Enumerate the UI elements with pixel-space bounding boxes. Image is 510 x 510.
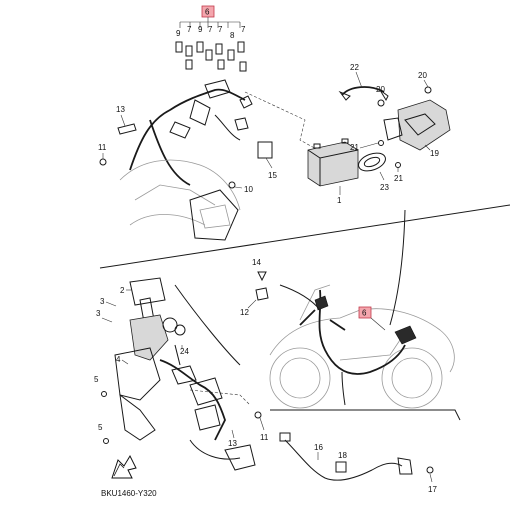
connector-terminals bbox=[175, 41, 247, 72]
callout-child-3: 9 bbox=[198, 25, 203, 34]
svg-text:1: 1 bbox=[337, 196, 342, 205]
svg-text:20: 20 bbox=[376, 85, 385, 94]
svg-text:11: 11 bbox=[260, 433, 269, 442]
svg-text:18: 18 bbox=[338, 451, 347, 460]
bolt-20-b[interactable]: 20 bbox=[418, 71, 432, 94]
svg-text:5: 5 bbox=[94, 375, 99, 384]
callout-top-group: 6 bbox=[205, 8, 210, 17]
svg-text:3: 3 bbox=[100, 297, 105, 306]
label-4: 4 bbox=[116, 355, 129, 365]
top-group-tree bbox=[179, 17, 241, 28]
clip-12[interactable]: 12 bbox=[240, 287, 269, 317]
bracket-19[interactable]: 19 bbox=[383, 99, 451, 158]
svg-text:13: 13 bbox=[228, 439, 237, 448]
divider-upper bbox=[99, 204, 510, 269]
label-3: 3 bbox=[100, 297, 117, 307]
svg-text:6: 6 bbox=[362, 309, 367, 318]
svg-text:16: 16 bbox=[314, 443, 323, 452]
svg-text:19: 19 bbox=[430, 149, 439, 158]
svg-text:21: 21 bbox=[350, 143, 359, 152]
svg-text:17: 17 bbox=[428, 485, 437, 494]
label-24: 24 bbox=[180, 345, 189, 356]
lower-left-assembly[interactable] bbox=[114, 277, 256, 471]
connector-18[interactable]: 18 bbox=[335, 451, 347, 473]
bolt-10[interactable]: 10 bbox=[228, 181, 253, 194]
top-harness[interactable] bbox=[129, 79, 253, 186]
callout-child-2: 7 bbox=[187, 25, 192, 34]
svg-text:22: 22 bbox=[350, 63, 359, 72]
label-2: 2 bbox=[120, 286, 132, 295]
divider-left bbox=[174, 284, 241, 366]
svg-text:13: 13 bbox=[116, 105, 125, 114]
svg-text:14: 14 bbox=[252, 258, 261, 267]
main-harness-6[interactable]: 6 bbox=[299, 289, 417, 375]
bolt-21-a[interactable]: 21 bbox=[350, 140, 384, 153]
callout-child-7: 7 bbox=[241, 25, 246, 34]
harness-to-battery-dash bbox=[244, 91, 319, 151]
relay-15[interactable]: 15 bbox=[257, 141, 277, 180]
label-5a: 5 bbox=[94, 375, 107, 397]
label-11-lower: 11 bbox=[254, 411, 269, 442]
sensor-cable-16[interactable]: 16 bbox=[279, 432, 413, 481]
svg-text:20: 20 bbox=[418, 71, 427, 80]
frame-outline-top bbox=[119, 159, 241, 226]
label-3b: 3 bbox=[96, 309, 113, 323]
svg-text:10: 10 bbox=[244, 185, 253, 194]
divider-lower bbox=[270, 409, 461, 421]
main-harness-highlight[interactable] bbox=[358, 306, 372, 319]
svg-text:11: 11 bbox=[98, 143, 107, 152]
bolt-11-top[interactable]: 11 bbox=[98, 143, 107, 166]
svg-text:21: 21 bbox=[394, 174, 403, 183]
arrow-clip-to-bike bbox=[279, 284, 321, 311]
lower-dash-leader bbox=[189, 389, 251, 406]
bolt-20-a[interactable]: 20 bbox=[376, 85, 385, 107]
clip-14[interactable]: 14 bbox=[252, 258, 267, 282]
label-13-lower: 13 bbox=[228, 429, 237, 448]
svg-text:23: 23 bbox=[380, 183, 389, 192]
arrow-lower-to-bike bbox=[341, 371, 346, 406]
label-5b: 5 bbox=[98, 423, 109, 444]
svg-text:5: 5 bbox=[98, 423, 103, 432]
rear-lamp-top bbox=[189, 189, 239, 241]
svg-text:4: 4 bbox=[116, 355, 121, 364]
callout-child-4: 7 bbox=[208, 25, 213, 34]
svg-text:2: 2 bbox=[120, 286, 125, 295]
clamp-13-top[interactable]: 13 bbox=[116, 105, 137, 135]
callout-child-5: 7 bbox=[218, 25, 223, 34]
fwd-arrow-icon bbox=[111, 454, 137, 479]
strap-22[interactable]: 22 bbox=[338, 63, 389, 102]
svg-text:24: 24 bbox=[180, 347, 189, 356]
scooter-silhouette bbox=[269, 284, 455, 409]
bolt-21-b[interactable]: 21 bbox=[394, 162, 403, 184]
callout-child-1: 9 bbox=[176, 29, 181, 38]
diagram-code: BKU1460-Y320 bbox=[101, 489, 157, 498]
arrow-bracket-to-bike bbox=[389, 209, 406, 326]
battery-1[interactable]: 1 bbox=[307, 138, 359, 205]
callout-child-6: 8 bbox=[230, 31, 235, 40]
top-group-children: 9 7 9 7 7 8 7 bbox=[176, 25, 246, 40]
grommet-23[interactable]: 23 bbox=[356, 150, 389, 192]
svg-text:3: 3 bbox=[96, 309, 101, 318]
bolt-17[interactable]: 17 bbox=[426, 466, 437, 494]
svg-text:12: 12 bbox=[240, 308, 249, 317]
svg-text:15: 15 bbox=[268, 171, 277, 180]
